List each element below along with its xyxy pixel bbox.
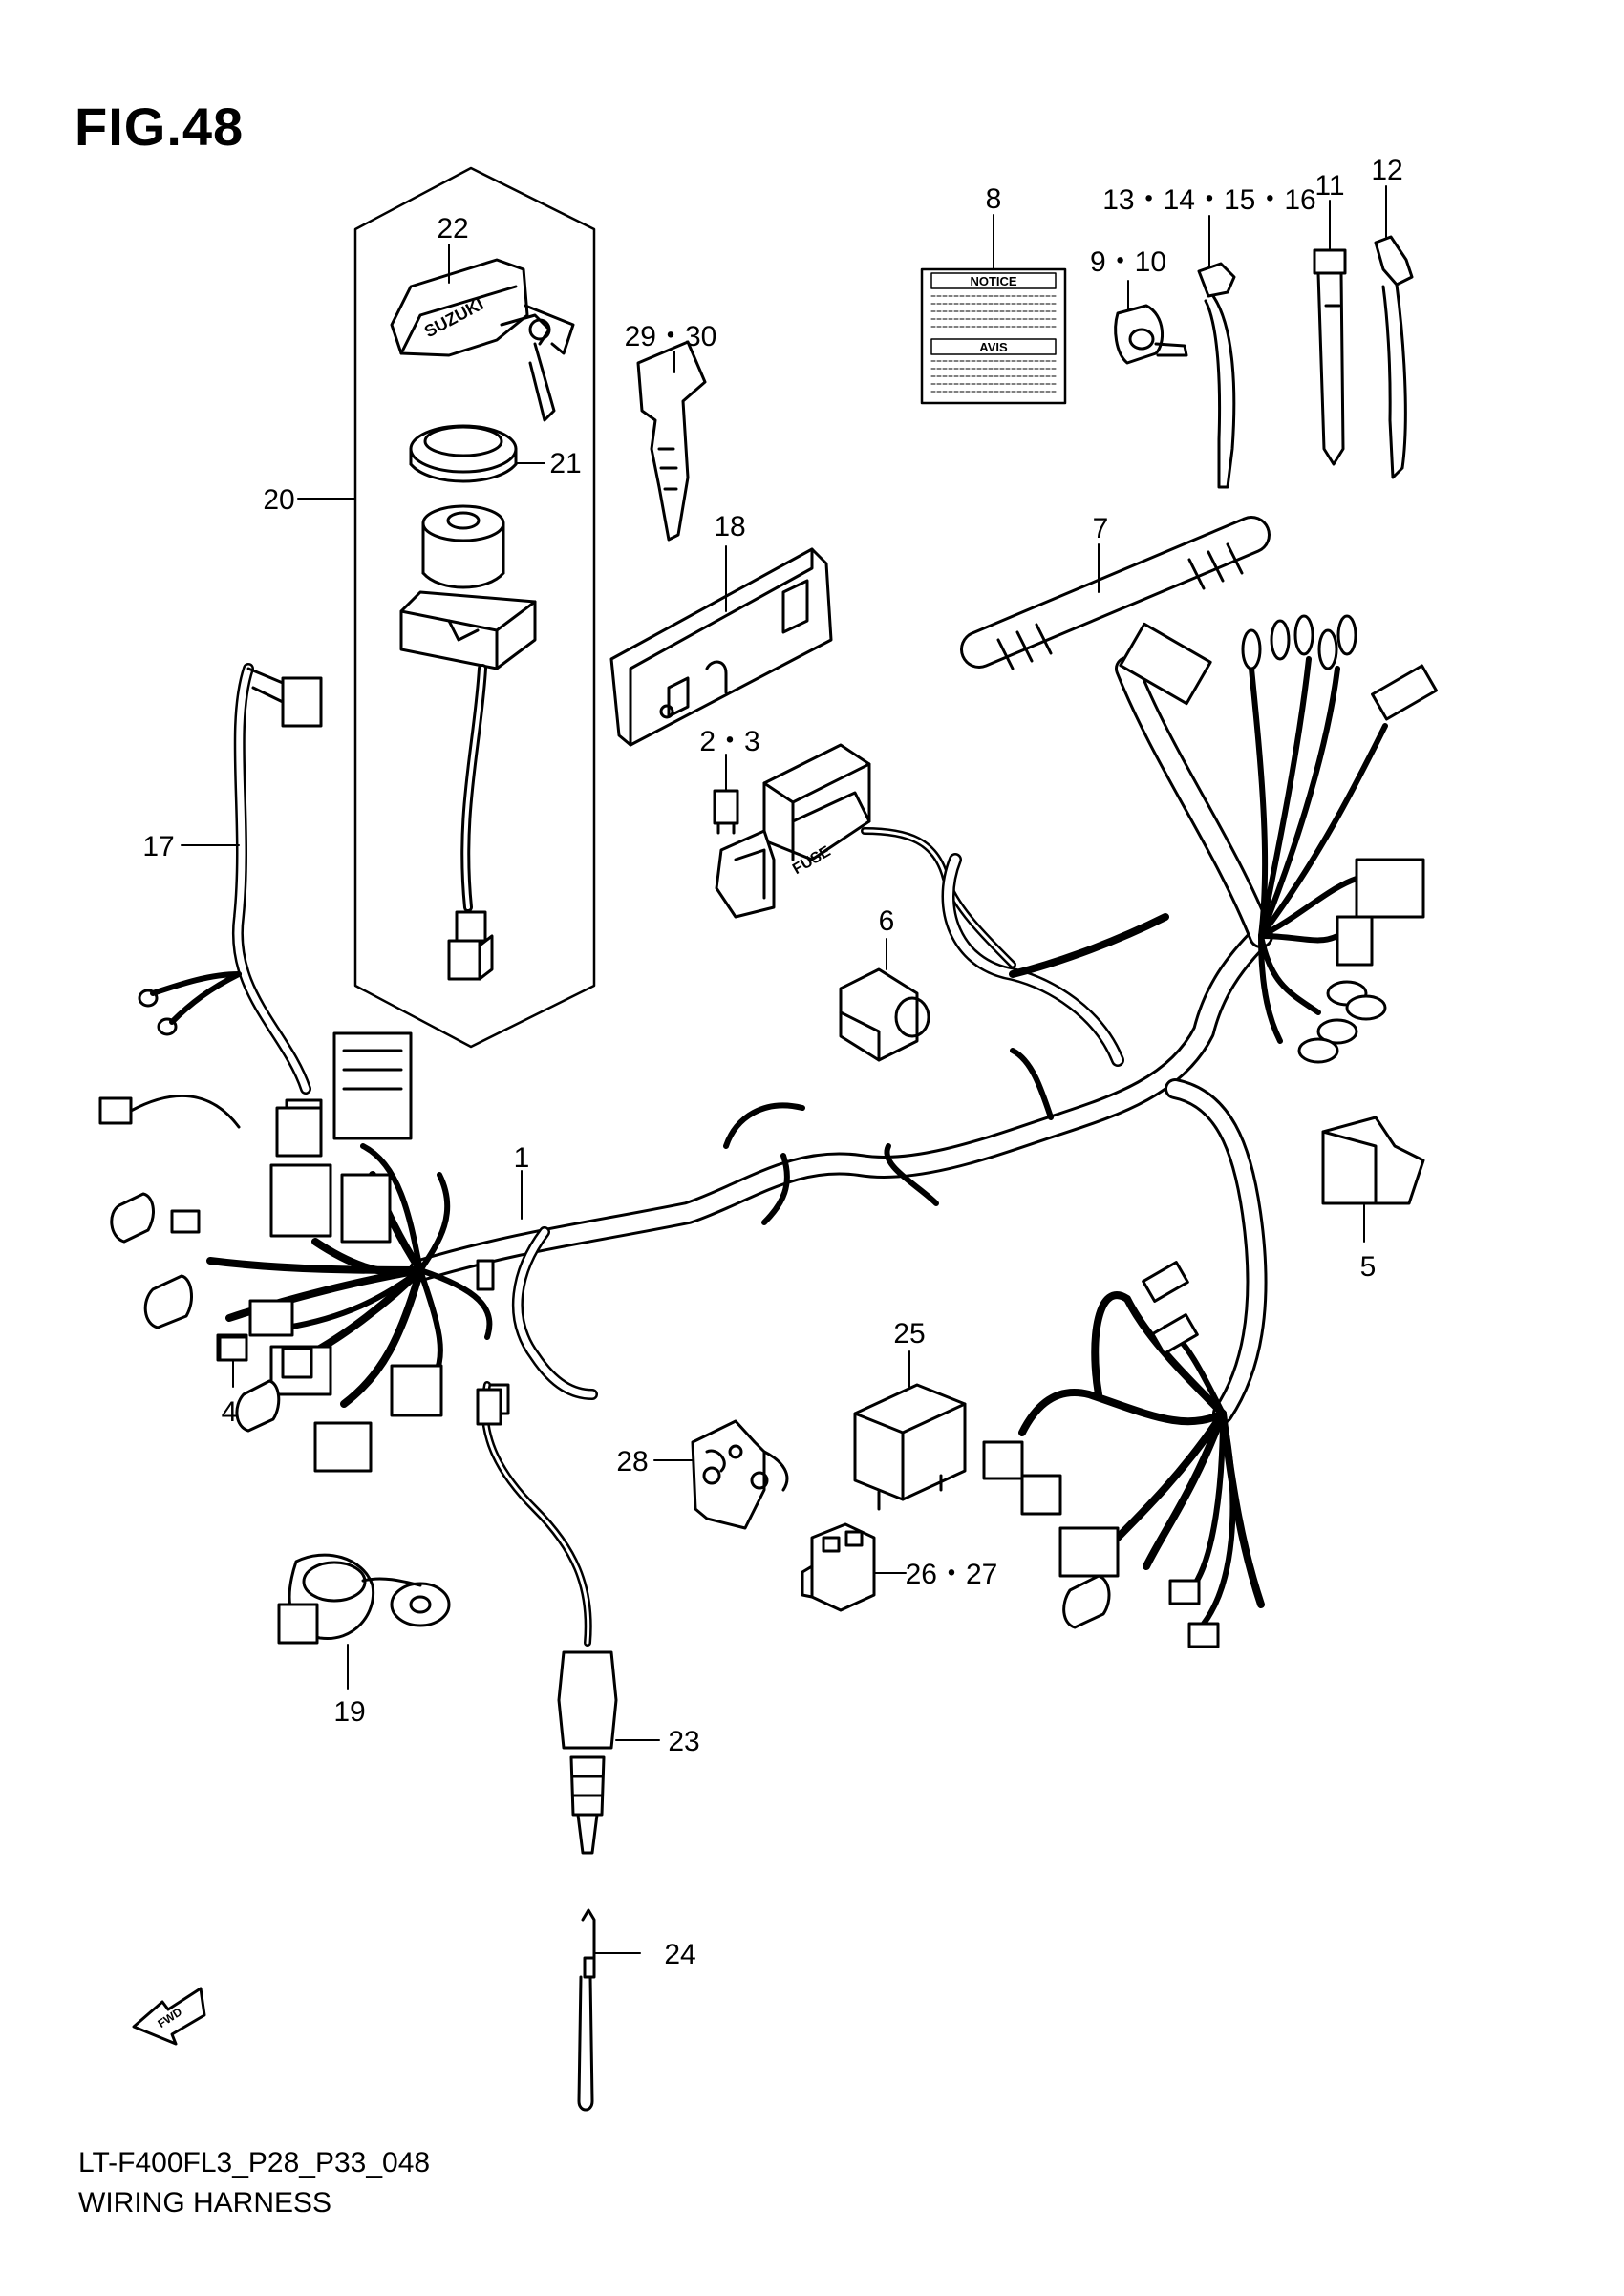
callout-17: 17 (142, 831, 174, 862)
figure-name: WIRING HARNESS (78, 2187, 332, 2219)
callout-29-30: 29・30 (625, 321, 717, 352)
callout-11: 11 (1314, 170, 1344, 202)
callout-19: 19 (333, 1696, 365, 1728)
callout-23: 23 (668, 1726, 699, 1757)
callout-8: 8 (986, 183, 1002, 215)
callout-4: 4 (222, 1396, 238, 1428)
callout-25: 25 (893, 1318, 925, 1350)
part-ring-nut (409, 424, 518, 483)
part-bracket (609, 547, 833, 747)
ignition-group-outline (353, 166, 596, 1049)
callout-20: 20 (263, 484, 294, 516)
part-coupler (801, 1522, 876, 1612)
part-left-connectors (98, 1031, 510, 1473)
part-main-harness (409, 853, 1272, 1424)
callout-2-3: 2・3 (699, 726, 759, 757)
part-sub-harness (138, 663, 323, 1158)
part-oxygen-sensor (476, 1381, 618, 1855)
part-boot (1321, 1116, 1425, 1205)
part-cover (839, 967, 930, 1062)
callout-18: 18 (714, 511, 745, 542)
part-fuse (713, 789, 739, 835)
callout-28: 28 (616, 1446, 648, 1478)
fwd-arrow-icon (132, 1987, 206, 2046)
sticker-avis: AVIS (979, 340, 1008, 354)
part-fuse-box (715, 743, 1016, 968)
part-clamp (1114, 304, 1188, 365)
part-cable-tie-b (1374, 235, 1414, 479)
callout-26-27: 26・27 (906, 1559, 998, 1590)
part-key (636, 340, 707, 542)
figure-title: FIG.48 (75, 96, 245, 157)
figure-code: LT-F400FL3_P28_P33_048 (78, 2147, 431, 2179)
part-switch (277, 1553, 451, 1645)
sticker-notice: NOTICE (970, 274, 1016, 288)
callout-21: 21 (549, 448, 581, 479)
part-relay (853, 1383, 967, 1511)
callout-6: 6 (879, 905, 895, 937)
callout-5: 5 (1360, 1251, 1377, 1283)
callout-9-10: 9・10 (1090, 246, 1166, 278)
part-cable-tie-a (1197, 262, 1236, 489)
part-band (1313, 248, 1347, 466)
part-corrugated-tube (960, 516, 1271, 670)
part-ignition-cap (390, 258, 575, 422)
callout-7: 7 (1093, 513, 1109, 544)
callout-22: 22 (437, 213, 468, 244)
part-lower-right-harness (982, 1261, 1265, 1648)
callout-1: 1 (514, 1142, 530, 1174)
part-ignition-switch (399, 504, 537, 981)
part-small-connector (218, 1335, 248, 1362)
part-probe (577, 1908, 596, 2112)
part-sticker (920, 267, 1067, 405)
callout-12: 12 (1371, 155, 1402, 186)
callout-24: 24 (664, 1939, 695, 1970)
callout-13-16: 13・14・15・16 (1102, 184, 1315, 216)
part-plate (691, 1419, 789, 1530)
part-right-harness (1115, 614, 1438, 1064)
